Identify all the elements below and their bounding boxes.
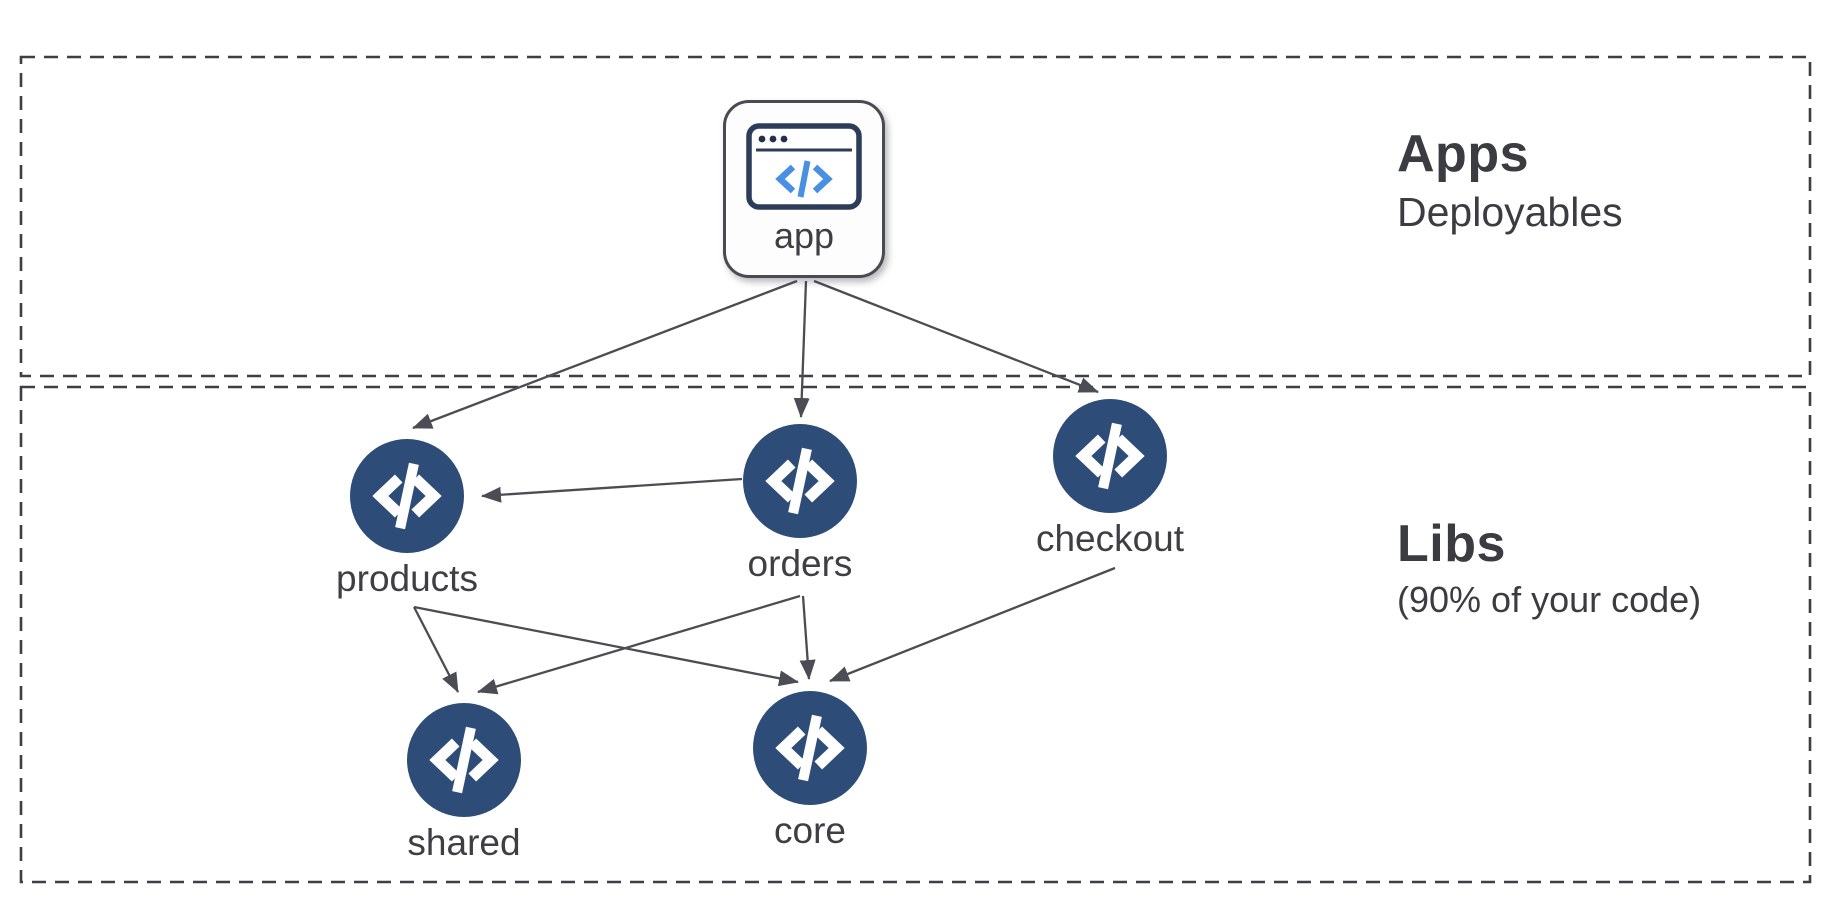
libs-section-title: Libs [1397, 515, 1506, 573]
app-node-label: app [773, 215, 835, 256]
apps-section-subtitle: Deployables [1397, 189, 1623, 235]
lib-circle-orders [743, 424, 857, 538]
code-icon [1075, 422, 1145, 490]
edge-orders-core [799, 595, 816, 680]
lib-circle-checkout [1053, 399, 1167, 513]
edge-app-checkout [813, 279, 1099, 394]
code-icon [775, 714, 845, 782]
libs-section-label: Libs (90% of your code) [1397, 512, 1701, 624]
lib-node-core: core [753, 691, 867, 851]
apps-boundary-box [19, 55, 1812, 378]
edge-checkout-core [829, 566, 1116, 683]
lib-circle-products [350, 439, 464, 553]
lib-node-label-core: core [774, 810, 846, 851]
edge-products-core [413, 605, 799, 687]
lib-circle-core [753, 691, 867, 805]
libs-section-subtitle: (90% of your code) [1397, 579, 1702, 620]
libs-boundary-box [19, 385, 1812, 884]
code-icon [372, 462, 442, 530]
app-node: app [723, 100, 885, 278]
edge-app-orders [793, 280, 810, 418]
apps-section-label: Apps Deployables [1397, 122, 1623, 238]
lib-node-label-orders: orders [747, 543, 853, 584]
code-icon [765, 447, 835, 515]
code-icon [429, 726, 499, 794]
edge-app-products [412, 279, 798, 430]
edge-orders-products [481, 477, 743, 503]
lib-node-orders: orders [743, 424, 857, 584]
lib-node-label-shared: shared [407, 822, 521, 863]
edge-products-shared [412, 606, 460, 693]
lib-node-products: products [336, 439, 478, 599]
lib-node-shared: shared [407, 703, 521, 863]
lib-node-label-products: products [336, 558, 478, 599]
apps-section-title: Apps [1397, 125, 1529, 183]
browser-code-icon [746, 123, 862, 210]
lib-node-checkout: checkout [1036, 399, 1184, 559]
lib-node-label-checkout: checkout [1035, 518, 1185, 559]
edge-orders-shared [477, 594, 801, 695]
lib-circle-shared [407, 703, 521, 817]
